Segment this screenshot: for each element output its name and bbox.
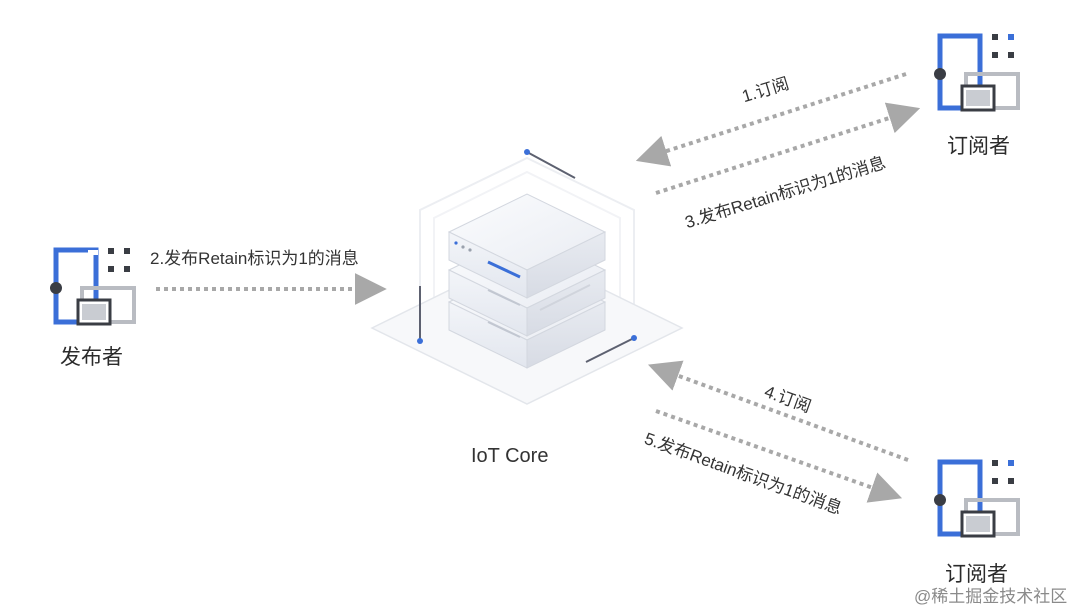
edge-3-publish-arrow	[655, 102, 921, 195]
edge-1-subscribe-arrow	[635, 72, 907, 167]
publisher-label: 发布者	[60, 346, 123, 369]
publisher-client-icon	[50, 247, 136, 326]
edge-2-label: 2.发布Retain标识为1的消息	[150, 249, 359, 268]
subscriber-bottom-label: 订阅者	[945, 563, 1008, 586]
subscriber-top-client-icon	[934, 33, 1020, 112]
edge-5-publish-arrow	[655, 409, 903, 503]
iot-core-label: IoT Core	[471, 445, 549, 467]
subscriber-top-label: 订阅者	[947, 135, 1010, 158]
watermark-text: @稀土掘金技术社区	[914, 587, 1068, 606]
subscriber-bottom-client-icon	[934, 459, 1020, 538]
iot-core-server-icon	[370, 149, 684, 405]
